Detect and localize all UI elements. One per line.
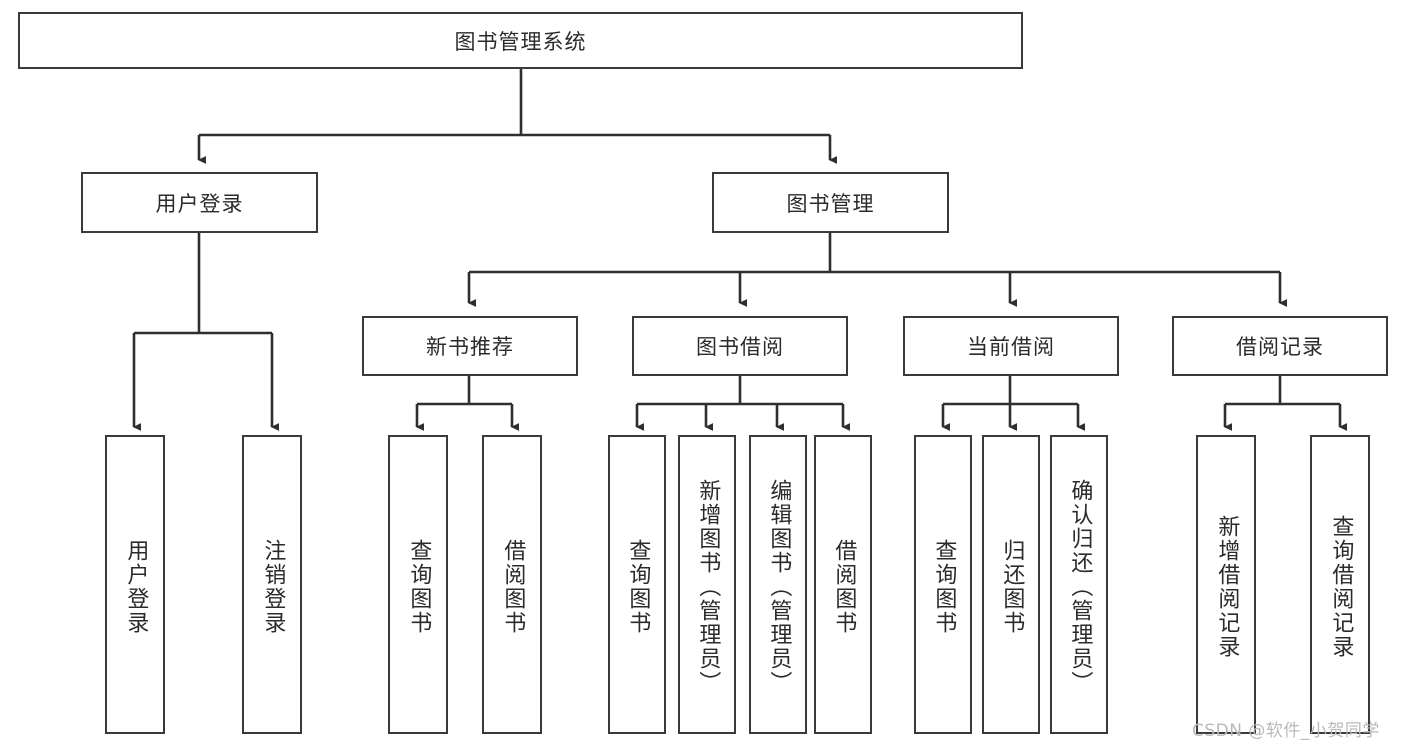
- node-book-borrow[interactable]: 图书借阅: [632, 316, 848, 376]
- node-user-login[interactable]: 用户登录: [81, 172, 318, 233]
- leaf-borrow-edit-book-admin[interactable]: 编辑图书（管理员）: [749, 435, 807, 734]
- node-label: 借阅记录: [1236, 335, 1324, 359]
- leaf-user-login-signin[interactable]: 用户登录: [105, 435, 165, 734]
- leaf-current-confirm-return-admin[interactable]: 确认归还（管理员）: [1050, 435, 1108, 734]
- node-label: 新书推荐: [426, 335, 514, 359]
- leaf-record-add-record[interactable]: 新增借阅记录: [1196, 435, 1256, 734]
- node-label: 新增借阅记录: [1214, 514, 1240, 659]
- node-book-management[interactable]: 图书管理: [712, 172, 949, 233]
- node-label: 当前借阅: [967, 335, 1055, 359]
- node-label: 用户登录: [155, 191, 244, 216]
- node-label: 查询图书: [931, 538, 957, 635]
- node-current-borrow[interactable]: 当前借阅: [903, 316, 1119, 376]
- node-label: 图书管理: [786, 191, 875, 216]
- node-label: 用户登录: [123, 538, 149, 635]
- node-label: 编辑图书（管理员）: [766, 478, 792, 695]
- node-label: 注销登录: [260, 538, 286, 635]
- node-label: 借阅图书: [831, 538, 857, 635]
- leaf-borrow-borrow-book[interactable]: 借阅图书: [814, 435, 872, 734]
- leaf-user-login-signout[interactable]: 注销登录: [242, 435, 302, 734]
- node-new-book-recommend[interactable]: 新书推荐: [362, 316, 578, 376]
- leaf-borrow-add-book-admin[interactable]: 新增图书（管理员）: [678, 435, 736, 734]
- node-label: 查询图书: [406, 538, 432, 635]
- leaf-current-return-book[interactable]: 归还图书: [982, 435, 1040, 734]
- node-label: 查询图书: [625, 538, 651, 635]
- node-label: 图书管理系统: [454, 29, 587, 54]
- node-root-system[interactable]: 图书管理系统: [18, 12, 1023, 69]
- leaf-current-query-book[interactable]: 查询图书: [914, 435, 972, 734]
- leaf-recommend-borrow-book[interactable]: 借阅图书: [482, 435, 542, 734]
- node-label: 查询借阅记录: [1328, 514, 1354, 659]
- node-label: 借阅图书: [500, 538, 526, 635]
- leaf-borrow-query-book[interactable]: 查询图书: [608, 435, 666, 734]
- node-label: 归还图书: [999, 538, 1025, 635]
- node-label: 新增图书（管理员）: [695, 478, 721, 695]
- leaf-recommend-query-book[interactable]: 查询图书: [388, 435, 448, 734]
- csdn-watermark: CSDN @软件_小贺同学: [1192, 721, 1380, 741]
- node-label: 图书借阅: [696, 335, 784, 359]
- node-borrow-record[interactable]: 借阅记录: [1172, 316, 1388, 376]
- node-label: 确认归还（管理员）: [1067, 478, 1093, 695]
- leaf-record-query-record[interactable]: 查询借阅记录: [1310, 435, 1370, 734]
